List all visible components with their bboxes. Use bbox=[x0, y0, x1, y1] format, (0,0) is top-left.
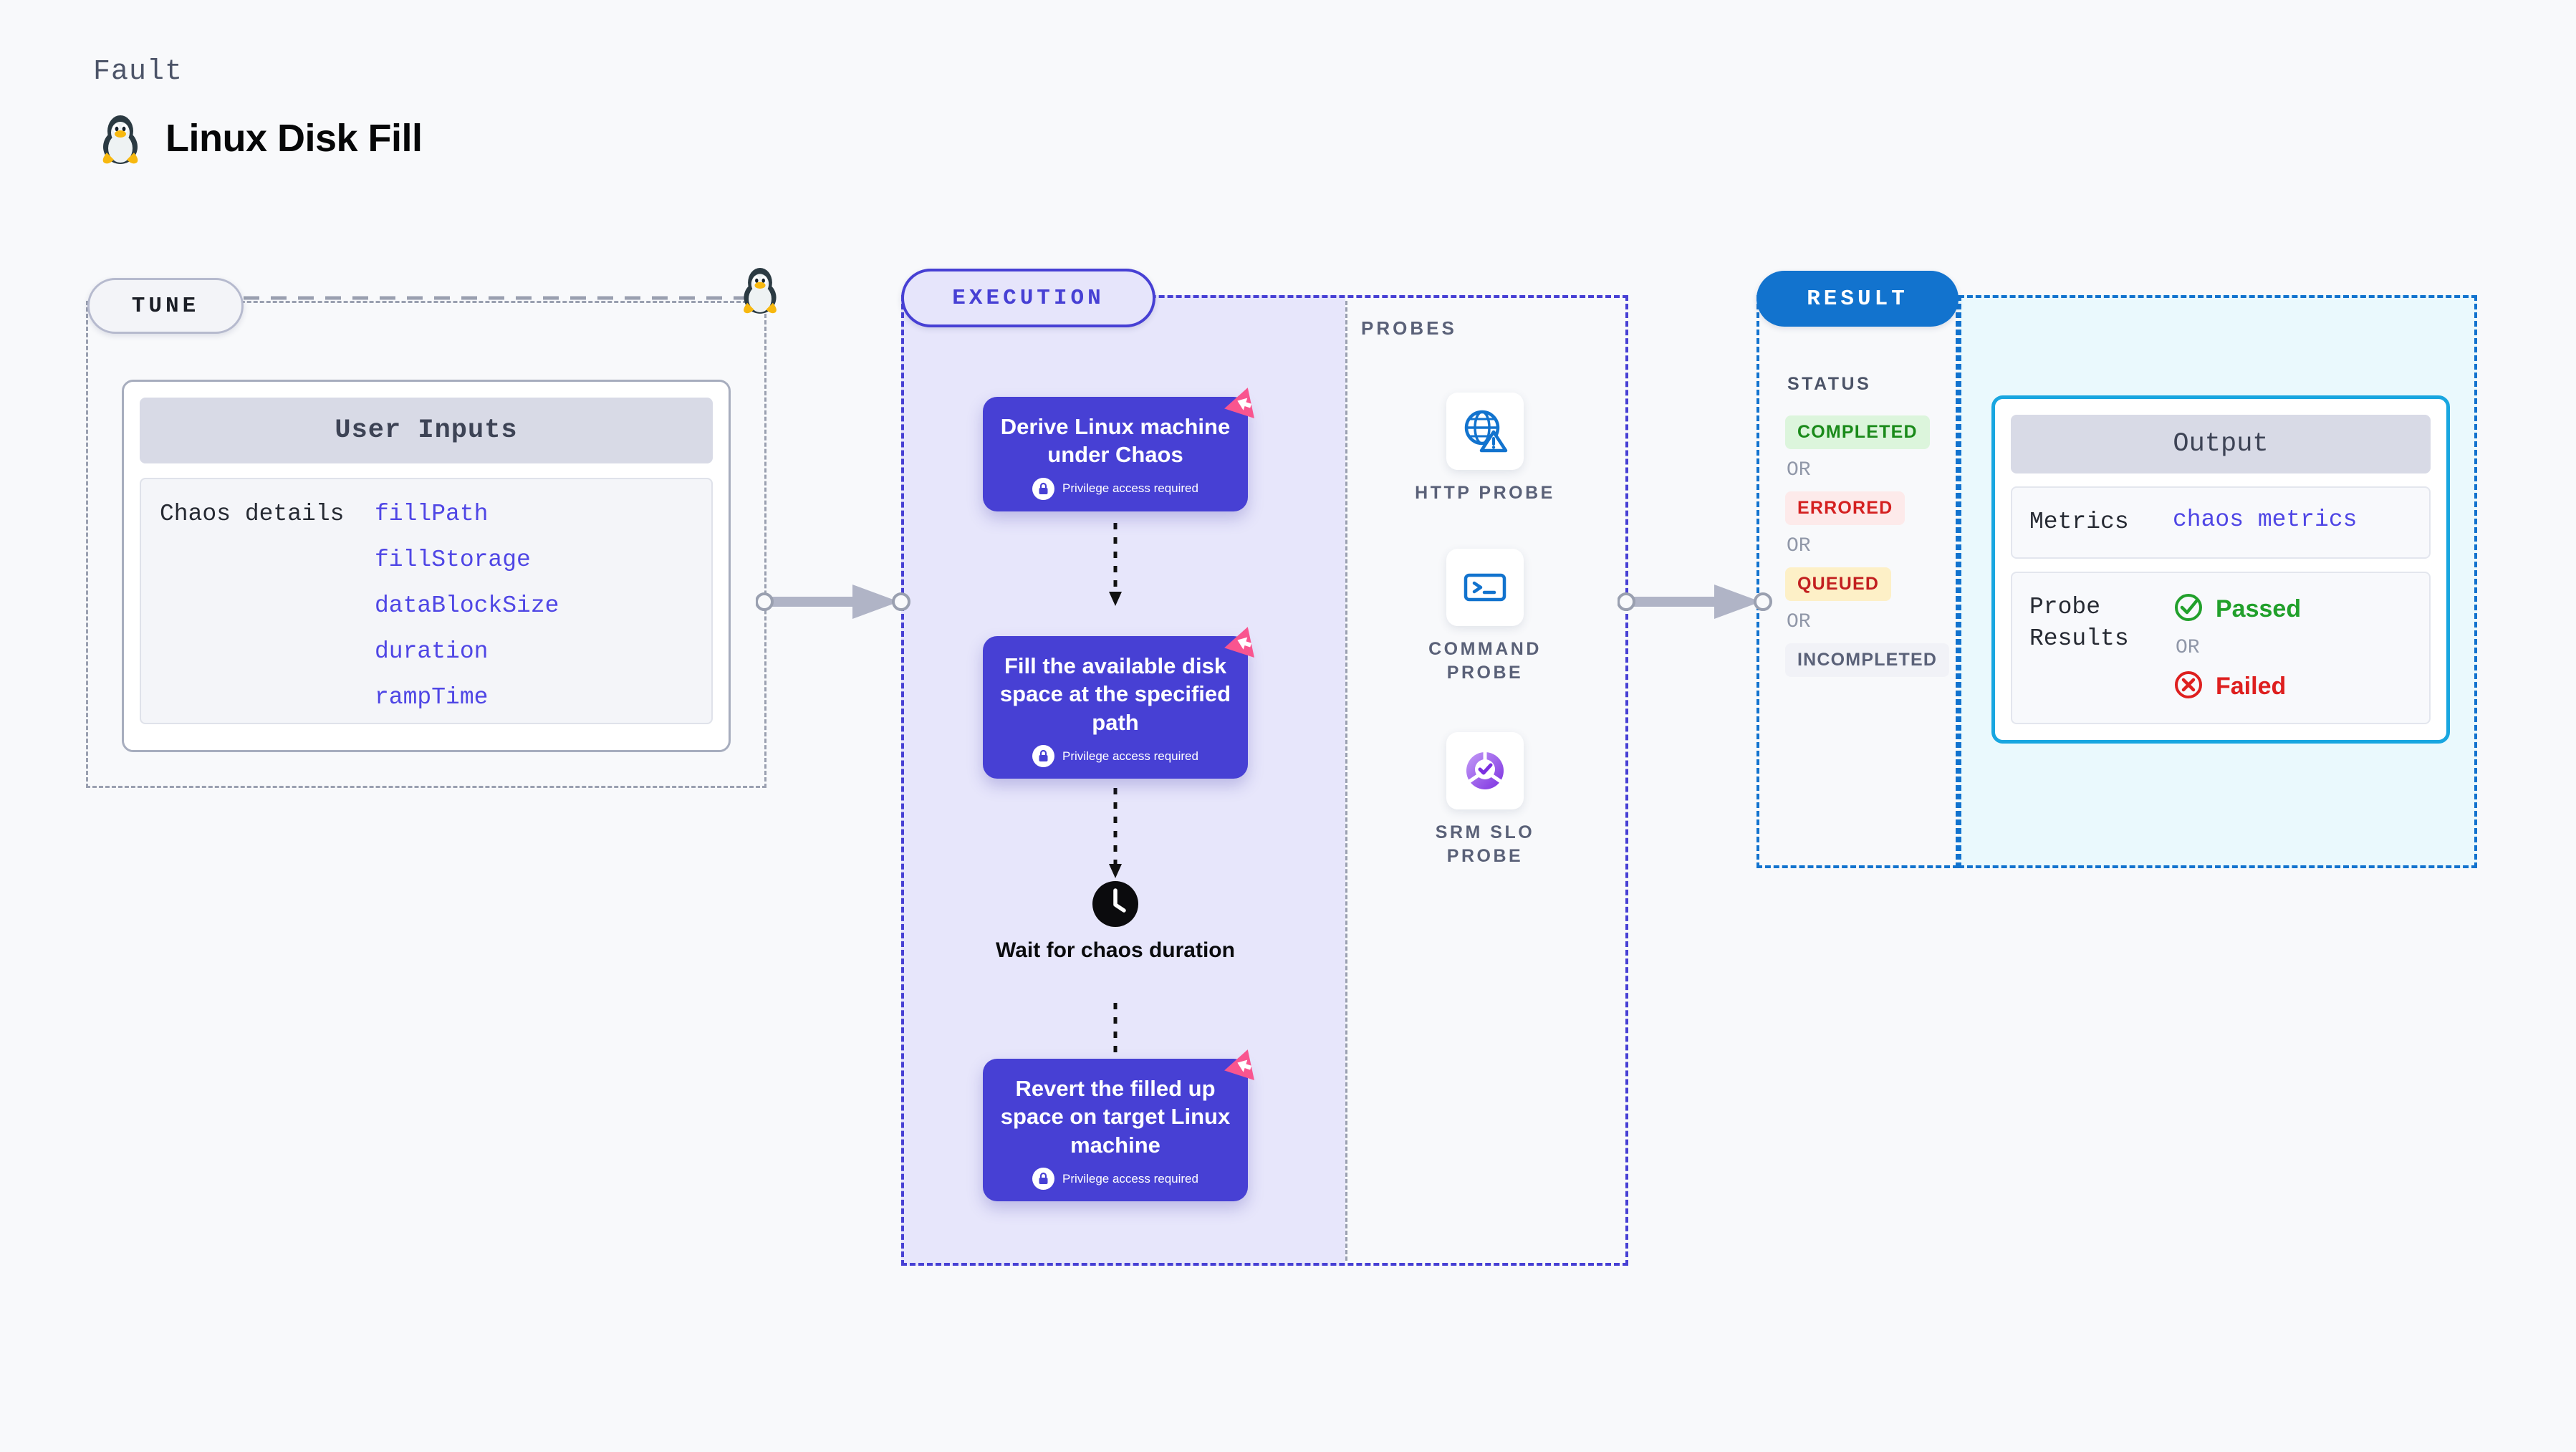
status-badge-incompleted: INCOMPLETED bbox=[1785, 643, 1950, 677]
probe-http-label: HTTP PROBE bbox=[1415, 483, 1555, 503]
execution-arrow-1 bbox=[1109, 523, 1122, 606]
status-list: COMPLETED OR ERRORED OR QUEUED OR INCOMP… bbox=[1785, 415, 1950, 677]
slo-donut-check-icon bbox=[1446, 732, 1524, 809]
user-inputs-header: User Inputs bbox=[140, 398, 713, 463]
connector-execution-to-result bbox=[1618, 585, 1772, 619]
tune-region bbox=[86, 301, 766, 788]
globe-warning-icon bbox=[1446, 393, 1524, 470]
output-card-header: Output bbox=[2011, 415, 2431, 473]
probes-divider bbox=[1345, 301, 1347, 1261]
param-fillPath[interactable]: fillPath bbox=[375, 501, 489, 527]
lock-icon bbox=[1032, 1168, 1055, 1191]
param-duration[interactable]: duration bbox=[375, 638, 489, 665]
output-metrics-value[interactable]: chaos metrics bbox=[2173, 506, 2358, 533]
probe-srm-slo[interactable]: SRM SLO PROBE bbox=[1403, 732, 1567, 867]
probe-result-or: OR bbox=[2176, 636, 2200, 659]
probe-result-passed: Passed bbox=[2173, 592, 2301, 627]
probe-command-label: COMMAND PROBE bbox=[1428, 639, 1542, 683]
tux-marker-icon bbox=[738, 264, 782, 319]
phase-pill-tune[interactable]: TUNE bbox=[87, 278, 244, 334]
param-rampTime[interactable]: rampTime bbox=[375, 684, 489, 711]
probe-results-values: Passed OR Failed bbox=[2173, 592, 2301, 704]
user-inputs-card: User Inputs Chaos details fillPath fillS… bbox=[122, 380, 731, 752]
status-badge-errored: ERRORED bbox=[1785, 491, 1905, 525]
x-circle-icon bbox=[2173, 669, 2204, 704]
execution-step-2-privilege: Privilege access required bbox=[996, 745, 1235, 768]
phase-pill-execution[interactable]: EXECUTION bbox=[901, 269, 1155, 327]
check-circle-icon bbox=[2173, 592, 2204, 627]
page-title: Linux Disk Fill bbox=[165, 117, 423, 160]
output-metrics-row: Metrics chaos metrics bbox=[2011, 486, 2431, 559]
status-or-3: OR bbox=[1787, 611, 1811, 633]
execution-region bbox=[901, 295, 1628, 1266]
chaos-ribbon-icon bbox=[1224, 384, 1261, 425]
output-metrics-label: Metrics bbox=[2029, 509, 2129, 535]
execution-step-1-privilege-text: Privilege access required bbox=[1062, 481, 1198, 496]
status-or-2: OR bbox=[1787, 535, 1811, 557]
execution-step-3-privilege-text: Privilege access required bbox=[1062, 1171, 1198, 1186]
probe-result-failed-label: Failed bbox=[2216, 672, 2287, 700]
clock-icon bbox=[983, 880, 1248, 928]
output-card: Output Metrics chaos metrics Probe Resul… bbox=[1991, 395, 2450, 744]
chaos-details-body: Chaos details fillPath fillStorage dataB… bbox=[140, 478, 713, 724]
status-badge-queued: QUEUED bbox=[1785, 567, 1892, 601]
status-or-1: OR bbox=[1787, 459, 1811, 481]
lock-icon bbox=[1032, 477, 1055, 500]
execution-step-2-privilege-text: Privilege access required bbox=[1062, 749, 1198, 763]
phase-pill-result[interactable]: RESULT bbox=[1756, 271, 1959, 327]
execution-step-2[interactable]: Fill the available disk space at the spe… bbox=[983, 627, 1254, 779]
probe-result-passed-label: Passed bbox=[2216, 595, 2302, 622]
connector-tune-to-execution bbox=[756, 585, 910, 619]
lock-icon bbox=[1032, 745, 1055, 768]
tux-penguin-icon bbox=[97, 111, 144, 165]
execution-step-3[interactable]: Revert the filled up space on target Lin… bbox=[983, 1049, 1254, 1202]
execution-arrow-2 bbox=[1109, 788, 1122, 878]
probes-title: PROBES bbox=[1361, 317, 1457, 339]
chaos-ribbon-icon bbox=[1224, 623, 1261, 664]
chaos-details-params: fillPath fillStorage dataBlockSize durat… bbox=[375, 501, 559, 723]
execution-step-2-title: Fill the available disk space at the spe… bbox=[999, 653, 1231, 735]
chaos-details-label: Chaos details bbox=[160, 501, 345, 527]
output-probe-results-label: Probe Results bbox=[2029, 593, 2129, 653]
page-title-row: Linux Disk Fill bbox=[97, 111, 423, 165]
param-dataBlockSize[interactable]: dataBlockSize bbox=[375, 592, 559, 619]
execution-step-1-privilege: Privilege access required bbox=[996, 477, 1235, 500]
chaos-ribbon-icon bbox=[1224, 1046, 1261, 1087]
execution-step-1[interactable]: Derive Linux machine under Chaos Privile… bbox=[983, 388, 1254, 511]
wait-node: Wait for chaos duration bbox=[983, 880, 1248, 964]
param-fillStorage[interactable]: fillStorage bbox=[375, 547, 531, 573]
status-badge-completed: COMPLETED bbox=[1785, 415, 1930, 449]
status-title: STATUS bbox=[1787, 374, 1872, 394]
output-probe-results-row: Probe Results Passed OR bbox=[2011, 571, 2431, 724]
probe-result-failed: Failed bbox=[2173, 669, 2301, 704]
execution-step-1-title: Derive Linux machine under Chaos bbox=[1000, 414, 1231, 468]
tune-penguin-dashed-line bbox=[244, 296, 745, 300]
probe-http[interactable]: HTTP PROBE bbox=[1403, 393, 1567, 505]
execution-step-3-privilege: Privilege access required bbox=[996, 1168, 1235, 1191]
terminal-icon bbox=[1446, 549, 1524, 626]
fault-eyebrow-label: Fault bbox=[93, 56, 183, 88]
probe-command[interactable]: COMMAND PROBE bbox=[1403, 549, 1567, 684]
probe-srm-slo-label: SRM SLO PROBE bbox=[1435, 822, 1535, 866]
execution-step-3-title: Revert the filled up space on target Lin… bbox=[1000, 1076, 1231, 1158]
wait-node-label: Wait for chaos duration bbox=[996, 938, 1235, 962]
